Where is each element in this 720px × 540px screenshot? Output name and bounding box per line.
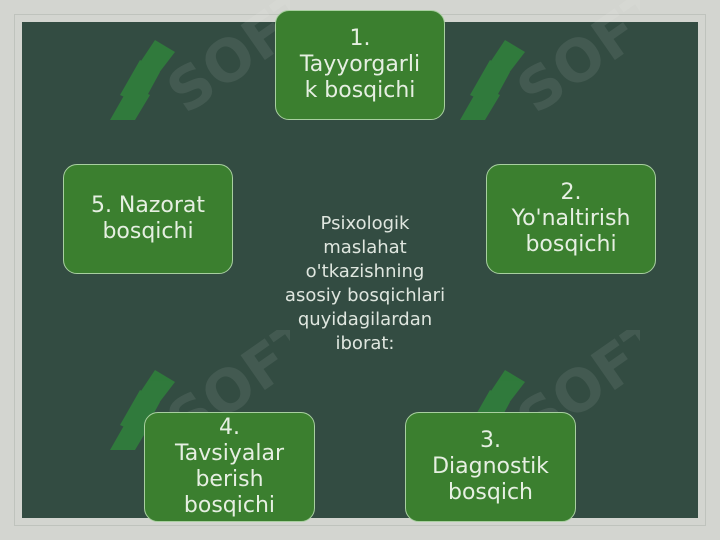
center-description: Psixologik maslahat o'tkazishning asosiy… [284, 213, 446, 354]
step-box-1: 1. Tayyorgarli k bosqichi [275, 10, 445, 120]
step-box-3: 3. Diagnostik bosqich [405, 412, 576, 522]
step-box-4: 4. Tavsiyalar berish bosqichi [144, 412, 315, 522]
step-box-5: 5. Nazorat bosqichi [63, 164, 233, 274]
step-box-2: 2. Yo'naltirish bosqichi [486, 164, 656, 274]
